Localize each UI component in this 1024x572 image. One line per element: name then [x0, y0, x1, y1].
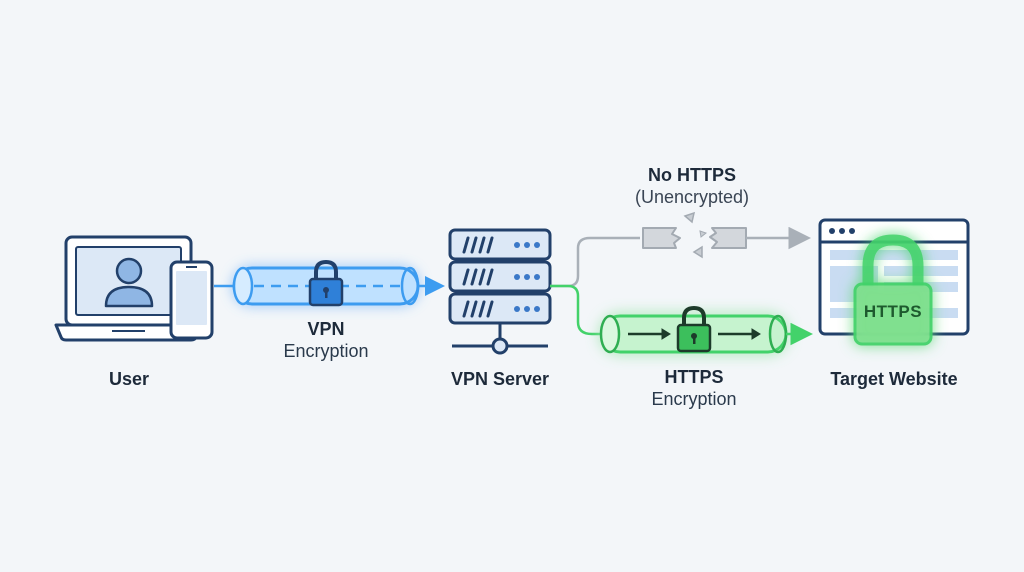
- vpn-label-title: VPN: [307, 319, 345, 339]
- https-connector: [550, 284, 602, 336]
- https-encryption-label: HTTPS Encryption: [651, 366, 736, 410]
- user-label-text: User: [108, 369, 150, 389]
- target-website-label-text: Target Website: [830, 369, 958, 389]
- vpn-lock-icon: [308, 259, 344, 307]
- phone-icon: [169, 260, 214, 340]
- no-https-label-subtitle: (Unencrypted): [634, 187, 750, 207]
- unencrypted-connector: [550, 236, 640, 288]
- server-icon: [448, 228, 552, 355]
- https-lock-icon: [676, 305, 712, 353]
- vpn-encryption-label: VPN Encryption: [283, 318, 368, 362]
- https-label-title: HTTPS: [664, 367, 724, 387]
- vpn-server-label: VPN Server: [451, 368, 549, 390]
- https-badge: HTTPS: [863, 302, 923, 321]
- vpn-server-label-text: VPN Server: [450, 369, 550, 389]
- vpn-label-subtitle: Encryption: [283, 341, 369, 361]
- no-https-label: No HTTPS (Unencrypted): [635, 164, 749, 208]
- user-avatar-icon: [104, 257, 154, 308]
- user-label: User: [109, 368, 149, 390]
- target-lock-icon: [853, 234, 933, 346]
- no-https-label-title: No HTTPS: [647, 165, 736, 185]
- broken-pipe-icon: [642, 211, 811, 259]
- https-label-subtitle: Encryption: [651, 389, 737, 409]
- target-website-label: Target Website: [830, 368, 957, 390]
